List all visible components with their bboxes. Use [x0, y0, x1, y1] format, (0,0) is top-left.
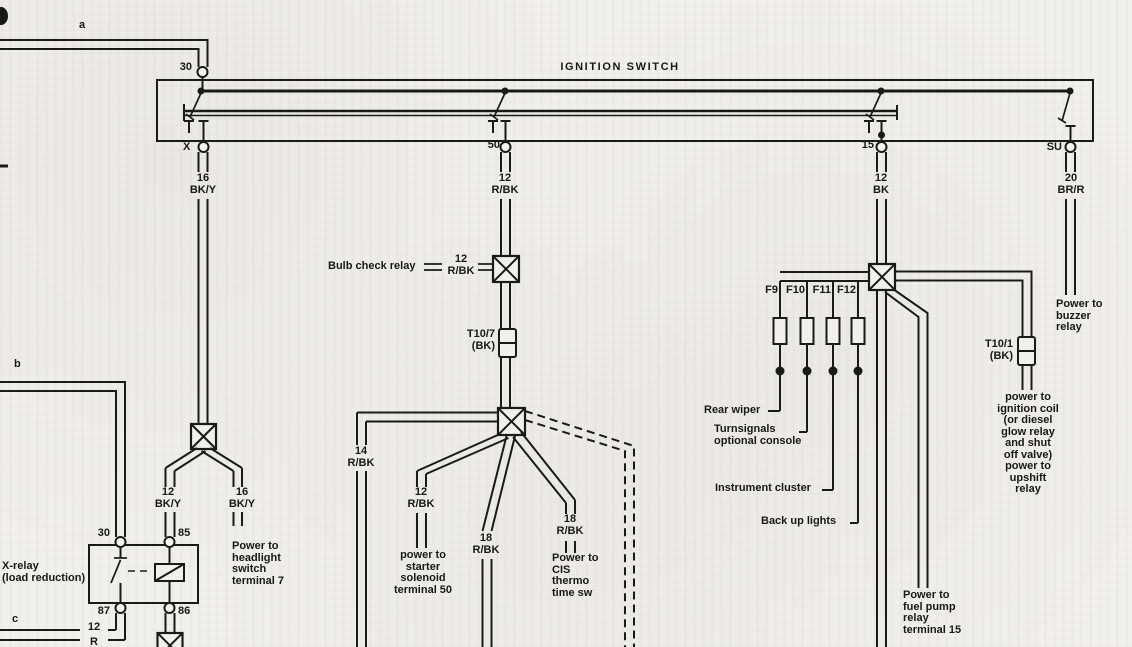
bulb-check-wire-label: 12 R/BK — [447, 253, 475, 277]
wire-label-16bky: 16 BK/Y — [189, 172, 217, 196]
fuse-label-f10: F10 — [786, 284, 805, 296]
entry-marker-a: a — [78, 19, 86, 31]
switch-contact-15 — [864, 92, 887, 142]
branch-dashed — [524, 410, 635, 647]
scan-artifact — [0, 7, 8, 168]
connector-t10-7 — [498, 328, 517, 358]
wire-label-12rbk: 12 R/BK — [491, 172, 519, 196]
splice-central — [496, 406, 527, 437]
wire-label-16bky-headlight: 16 BK/Y — [228, 486, 256, 510]
fuse-bus — [768, 271, 869, 524]
destination-backup-lights: Back up lights — [761, 515, 837, 527]
wire-label-c-color: R — [90, 636, 98, 647]
wire-label-20brr: 20 BR/R — [1057, 172, 1085, 196]
connector-label-t10-7: T10/7 (BK) — [466, 328, 495, 352]
branch-cis — [512, 431, 576, 553]
relay-terminal-87: 87 — [97, 605, 110, 617]
wire-50-12rbk — [500, 152, 511, 408]
terminal-label-su: SU — [1046, 141, 1062, 153]
wire-label-14rbk: 14 R/BK — [347, 445, 375, 469]
branch-14-rbk — [356, 411, 498, 647]
bulb-check-relay-label: Bulb check relay — [328, 260, 416, 272]
wire-x-16bky — [197, 152, 209, 424]
splice-headlight — [164, 422, 243, 537]
wire-label-18rbk-cis: 18 R/BK — [556, 513, 584, 537]
wire-feed-c — [0, 613, 126, 641]
entry-marker-c: c — [12, 613, 19, 625]
terminal-label-30: 30 — [179, 61, 192, 73]
wire-feed-b — [0, 381, 126, 537]
destination-cis: Power to CIS thermo time sw — [552, 552, 599, 599]
terminal-label-x: X — [183, 141, 191, 153]
switch-contact-su — [1057, 92, 1076, 142]
switch-contact-x — [184, 92, 209, 142]
splice-15 — [867, 262, 897, 292]
relay-terminal-30: 30 — [97, 527, 110, 539]
relay-terminal-86: 86 — [178, 605, 191, 617]
destination-instrument-cluster: Instrument cluster — [715, 482, 811, 494]
wire-label-c-gauge: 12 — [87, 621, 101, 633]
destination-turnsignals: Turnsignals optional console — [714, 423, 802, 447]
destination-starter: power to starter solenoid terminal 50 — [393, 549, 453, 596]
wire-15-12bk — [876, 152, 887, 647]
destination-fuel-pump: Power to fuel pump relay terminal 15 — [903, 589, 962, 636]
connector-label-t10-1: T10/1 (BK) — [984, 338, 1013, 362]
terminal-label-15: 15 — [861, 139, 874, 151]
ignition-switch-box — [156, 79, 1094, 142]
fuse-label-f12: F12 — [837, 284, 856, 296]
wire-su-20brr — [1065, 152, 1076, 295]
fuse-label-f11: F11 — [812, 284, 831, 296]
x-relay-label: X-relay (load reduction) — [2, 560, 86, 584]
ignition-switch-title: IGNITION SWITCH — [560, 61, 680, 73]
wire-label-starter-12rbk: 12 R/BK — [407, 486, 435, 510]
destination-headlight: Power to headlight switch terminal 7 — [232, 540, 284, 587]
fuse-label-f9: F9 — [765, 284, 778, 296]
splice-below-86 — [156, 613, 184, 647]
wire-label-18rbk-down: 18 R/BK — [472, 532, 500, 556]
destination-ignition-coil: power to ignition coil (or diesel glow r… — [997, 391, 1059, 495]
branch-18-down — [481, 433, 517, 647]
terminal-label-50: 50 — [487, 139, 500, 151]
wire-label-12bky: 12 BK/Y — [154, 486, 182, 510]
wire-label-12bk: 12 BK — [873, 172, 889, 196]
branch-fuel-pump — [884, 288, 929, 588]
bulb-check-relay-splice — [424, 254, 521, 284]
branch-starter — [416, 433, 509, 548]
relay-terminal-85: 85 — [178, 527, 191, 539]
entry-marker-b: b — [14, 358, 21, 370]
x-relay-box — [88, 544, 199, 604]
branch-t10-1 — [895, 270, 1036, 390]
destination-rear-wiper: Rear wiper — [704, 404, 761, 416]
terminal-circles — [114, 66, 1077, 614]
switch-contact-50 — [488, 92, 511, 142]
destination-buzzer: Power to buzzer relay — [1056, 298, 1103, 333]
